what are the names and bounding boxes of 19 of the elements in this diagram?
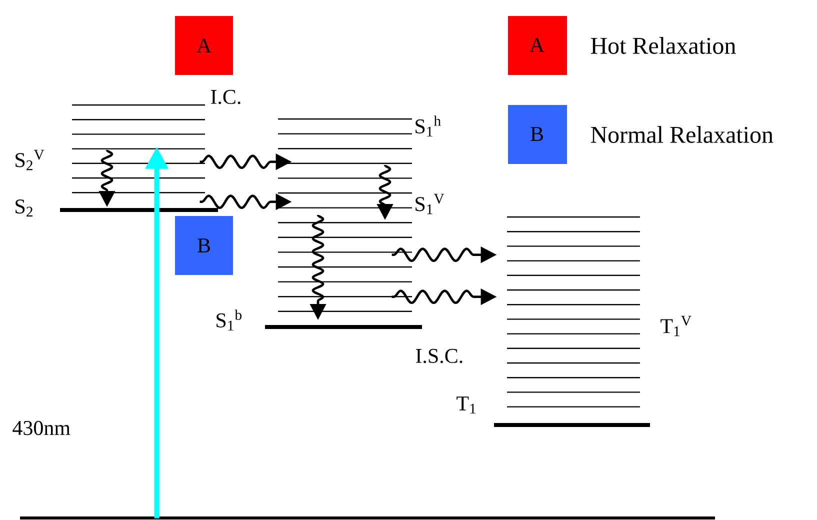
legend-letter: B — [530, 127, 543, 141]
energy-level-stack — [60, 104, 218, 212]
legend-text: Hot Relaxation — [590, 37, 736, 54]
legend-letter: A — [530, 38, 544, 52]
wavelength-label: 430nm — [12, 420, 70, 436]
transition-label: I.C. — [210, 90, 240, 104]
energy-level-stack — [494, 216, 650, 427]
label-box: B — [175, 216, 233, 275]
transition-label: I.S.C. — [416, 348, 462, 364]
ground-level — [20, 516, 715, 520]
level-label: S$_{1}$h — [416, 116, 441, 136]
level-label: T$_{1}$V — [660, 316, 692, 336]
level-label: S$_{2}$ — [16, 199, 32, 216]
legend-text: Normal Relaxation — [590, 126, 774, 143]
level-label: S$_{1}$b — [216, 310, 242, 330]
label-box: A — [175, 16, 233, 75]
level-label: S$_{2}$V — [16, 150, 44, 170]
level-label: S$_{1}$V — [416, 194, 444, 214]
level-label: T$_{1}$ — [456, 396, 476, 414]
